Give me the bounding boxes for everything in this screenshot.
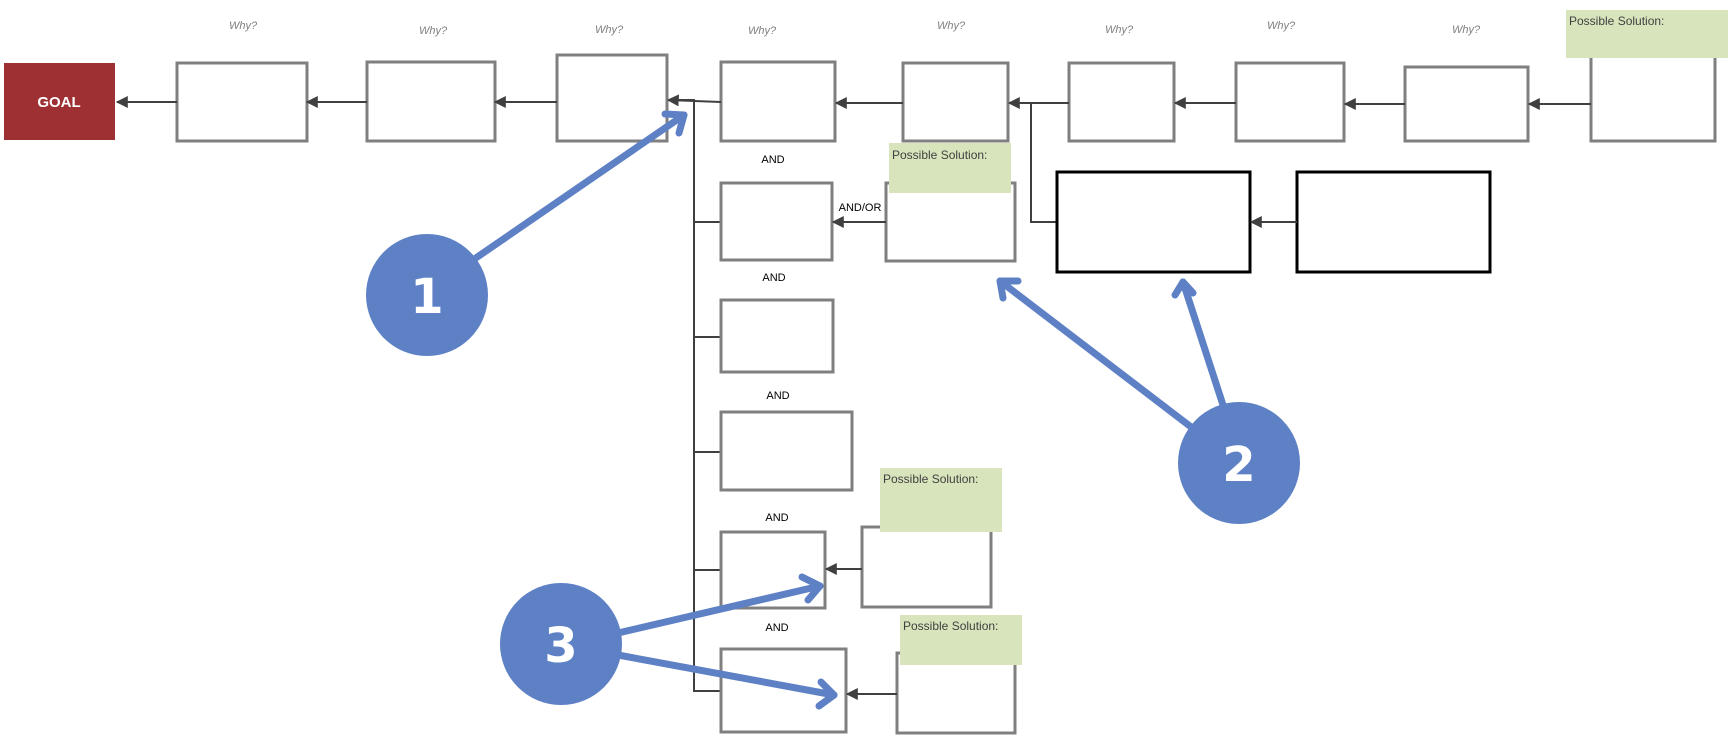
why-box-6 bbox=[1067, 61, 1176, 143]
why-box-5 bbox=[901, 61, 1010, 143]
why-label: Why? bbox=[1267, 20, 1296, 32]
why-label: Why? bbox=[229, 20, 258, 32]
why-box-3 bbox=[555, 53, 669, 143]
why-box-4 bbox=[719, 60, 837, 143]
possible-solution-label: Possible Solution: bbox=[1569, 14, 1664, 28]
why-box-9 bbox=[1589, 53, 1717, 143]
goal-box: GOAL bbox=[4, 63, 115, 140]
solution-box-3 bbox=[895, 651, 1017, 735]
callout-3: 3 bbox=[500, 573, 838, 710]
and-label: AND bbox=[765, 622, 788, 634]
goal-label: GOAL bbox=[37, 94, 80, 111]
why-box-7 bbox=[1234, 61, 1346, 143]
why-box-1 bbox=[175, 61, 309, 143]
possible-solution-panel bbox=[880, 468, 1002, 532]
solution-box-2 bbox=[860, 525, 993, 609]
possible-solution-panel bbox=[900, 615, 1022, 665]
branch-box-2 bbox=[719, 298, 835, 374]
bold-box-1 bbox=[1055, 170, 1252, 274]
branch-trunk-2 bbox=[1030, 103, 1057, 223]
why-label: Why? bbox=[937, 20, 966, 32]
and-label: AND bbox=[762, 272, 785, 284]
possible-solution-label: Possible Solution: bbox=[903, 619, 998, 633]
branch-trunk bbox=[668, 99, 721, 692]
possible-solution-label: Possible Solution: bbox=[883, 472, 978, 486]
why-label: Why? bbox=[595, 24, 624, 36]
why-box-2 bbox=[365, 60, 497, 143]
possible-solution-label: Possible Solution: bbox=[892, 148, 987, 162]
and-or-label: AND/OR bbox=[839, 202, 882, 214]
and-label: AND bbox=[766, 390, 789, 402]
why-label: Why? bbox=[419, 25, 448, 37]
bold-box-2 bbox=[1295, 170, 1492, 274]
solution-box-1 bbox=[884, 181, 1017, 263]
callout-number: 2 bbox=[1222, 437, 1255, 493]
and-label: AND bbox=[765, 512, 788, 524]
callout-number: 3 bbox=[544, 618, 577, 674]
why-box-8 bbox=[1403, 65, 1530, 143]
branch-box-1 bbox=[719, 181, 834, 262]
and-label: AND bbox=[761, 154, 784, 166]
callout-1: 1 bbox=[366, 110, 688, 356]
why-label: Why? bbox=[1105, 24, 1134, 36]
callout-number: 1 bbox=[410, 269, 443, 325]
why-label: Why? bbox=[1452, 24, 1481, 36]
possible-solution-panel bbox=[889, 143, 1011, 193]
possible-solution-panel bbox=[1566, 10, 1728, 58]
callout-2: 2 bbox=[996, 277, 1300, 524]
why-label: Why? bbox=[748, 25, 777, 37]
branch-box-3 bbox=[719, 410, 854, 492]
